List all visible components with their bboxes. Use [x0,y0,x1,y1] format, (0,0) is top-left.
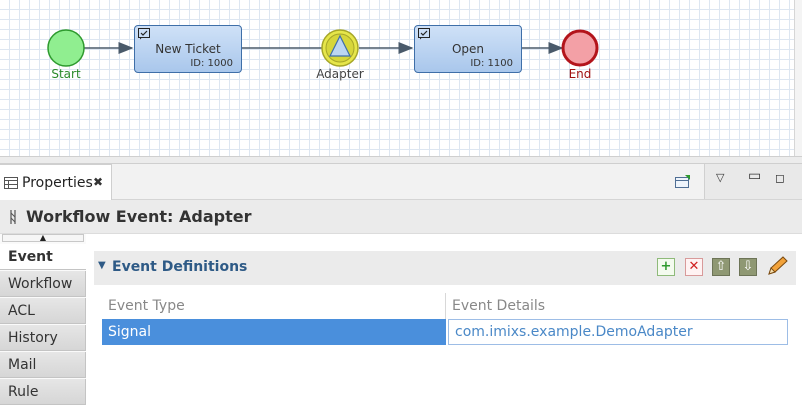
tab-properties[interactable]: Properties ✖ [0,164,112,200]
start-event-label: Start [51,67,81,81]
diagram-svg [47,29,599,67]
property-tabs-sidebar: ▲ Event Workflow ACL History Mail Rule [0,234,86,405]
start-event[interactable] [47,29,85,67]
task-open[interactable]: Open ID: 1100 [414,25,522,73]
sidebar-scroll-up-button[interactable]: ▲ [2,234,84,242]
sidebar-item-event[interactable]: Event [0,244,86,270]
sidebar-item-history[interactable]: History [0,325,86,351]
delete-icon[interactable]: ✕ [685,258,703,276]
sidebar-item-acl[interactable]: ACL [0,298,86,324]
cell-event-type[interactable]: Signal [102,319,446,345]
maximize-icon[interactable]: ◻ [775,171,785,185]
tab-properties-label: Properties [22,175,93,191]
task-manual-icon [138,28,150,40]
task-title: New Ticket [155,42,221,56]
sidebar-item-mail[interactable]: Mail [0,352,86,378]
task-new-ticket[interactable]: New Ticket ID: 1000 [134,25,242,73]
task-title: Open [451,42,485,56]
page-title: Workflow Event: Adapter [26,207,252,226]
add-icon[interactable]: + [657,258,675,276]
column-header-event-details[interactable]: Event Details [452,298,546,314]
canvas-vertical-scrollbar[interactable] [794,0,802,156]
properties-view-toolbar: Properties ✖ ▽ ▭ ◻ [0,164,802,200]
collapse-chevron-icon[interactable]: ▼ [98,260,106,271]
event-definitions-section: ▼ Event Definitions + ✕ ⇧ ⇩ [94,251,796,285]
edit-pencil-icon[interactable] [765,255,789,277]
signal-triangle-icon [329,34,351,57]
sidebar-item-rule[interactable]: Rule [0,379,86,405]
column-header-event-type[interactable]: Event Type [102,293,446,319]
task-manual-icon [418,28,430,40]
cell-event-details[interactable]: com.imixs.example.DemoAdapter [448,319,788,345]
section-title[interactable]: Event Definitions [112,259,248,275]
view-menu-icon[interactable]: ▽ [716,171,725,184]
end-event[interactable] [561,29,599,67]
table-row[interactable]: Signal com.imixs.example.DemoAdapter [102,319,788,345]
minimize-icon[interactable]: ▭ [748,168,762,184]
properties-icon [4,177,18,189]
task-id: ID: 1000 [190,58,233,69]
view-menu-area [704,164,802,199]
sidebar-item-workflow[interactable]: Workflow [0,271,86,297]
end-event-label: End [568,67,592,81]
move-up-icon[interactable]: ⇧ [712,258,730,276]
adapter-event[interactable] [321,29,359,67]
move-down-icon[interactable]: ⇩ [739,258,757,276]
adapter-event-label: Adapter [316,67,364,81]
view-sash[interactable] [0,156,802,164]
task-id: ID: 1100 [470,58,513,69]
event-type-icon [10,210,16,224]
properties-header: Workflow Event: Adapter [0,200,802,234]
bpmn-diagram-canvas[interactable]: Start Adapter End New Ticket ID: 1000 Op… [0,0,794,156]
pin-view-icon[interactable] [675,175,691,189]
close-icon[interactable]: ✖ [93,175,104,189]
